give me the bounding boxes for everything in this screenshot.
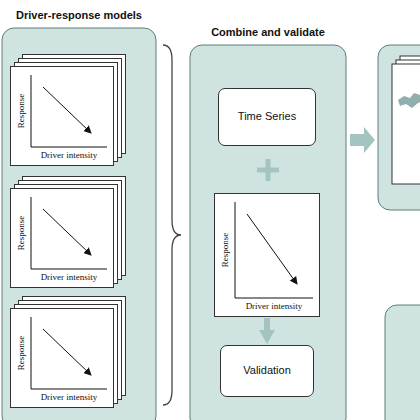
map-shape (398, 92, 420, 108)
block-arrow (350, 127, 375, 153)
trend-arrow (43, 329, 91, 375)
chart-axes (31, 75, 107, 147)
plus-sign (257, 159, 279, 181)
group-panel: Combine and validateTime SeriesResponseD… (190, 45, 346, 420)
chart-axes (31, 197, 107, 269)
curly-bracket (163, 45, 181, 405)
process-box: Time Series (218, 88, 316, 146)
chart-card: ResponseDriver intensity (10, 66, 114, 166)
output-panel (385, 305, 420, 420)
y-axis-label: Response (16, 94, 26, 129)
box-label: Time Series (238, 110, 296, 123)
chart-plot (215, 194, 319, 316)
chart-card: ResponseDriver intensity (214, 193, 320, 317)
chart-card: ResponseDriver intensity (10, 308, 114, 408)
chart-card: ResponseDriver intensity (10, 188, 114, 288)
trend-arrow (43, 209, 91, 255)
process-box: Validation (220, 345, 314, 397)
x-axis-label: Driver intensity (246, 301, 303, 311)
chart-axes (31, 317, 107, 389)
box-label: Validation (243, 364, 291, 377)
panel-ground (190, 45, 346, 420)
x-axis-label: Driver intensity (41, 272, 98, 282)
x-axis-label: Driver intensity (41, 392, 98, 402)
trend-arrow (43, 87, 91, 133)
map-card (392, 64, 420, 184)
y-axis-label: Response (16, 216, 26, 251)
output-panel (378, 45, 420, 210)
y-axis-label: Response (16, 336, 26, 371)
panel-layer (2, 28, 346, 420)
y-axis-label: Response (220, 233, 230, 268)
flow-arrow (264, 318, 270, 330)
trend-arrow (247, 214, 297, 284)
panel-ground (2, 28, 156, 420)
chart-axes (235, 202, 313, 298)
x-axis-label: Driver intensity (41, 150, 98, 160)
group-panel: Driver-response modelsResponseDriver int… (2, 28, 156, 420)
panel-heading: Driver-response models (4, 9, 154, 23)
panel-heading: Combine and validate (208, 26, 328, 40)
